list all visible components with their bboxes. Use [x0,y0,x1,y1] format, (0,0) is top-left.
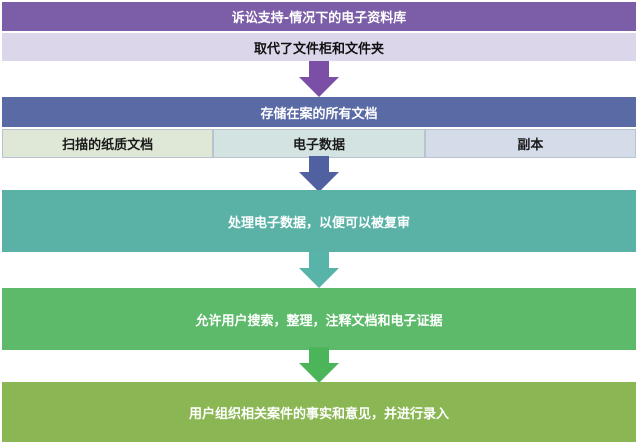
organize-text: 用户组织相关案件的事实和意见，并进行录入 [188,406,449,422]
storage-cell-label: 扫描的纸质文档 [62,138,154,153]
down-arrow-icon [0,156,638,192]
down-arrow-icon [0,347,638,383]
storage-cell-copy: 副本 [424,129,636,158]
down-arrow-icon [0,252,638,288]
storage-text: 存储在案的所有文档 [260,106,378,122]
process-text: 处理电子数据，以便可以被复审 [227,215,410,231]
title-text: 诉讼支持-情况下的电子资料库 [231,11,407,26]
storage-cell-label: 副本 [517,138,544,153]
down-arrow-icon [0,61,638,97]
subtitle-band: 取代了文件柜和文件夹 [2,33,636,61]
search-text: 允许用户搜索，整理，注释文档和电子证据 [195,313,443,329]
search-band: 允许用户搜索，整理，注释文档和电子证据 [2,288,636,350]
title-band: 诉讼支持-情况下的电子资料库 [2,2,636,31]
storage-cell-label: 电子数据 [292,138,345,153]
storage-band: 存储在案的所有文档 [2,97,636,127]
organize-band: 用户组织相关案件的事实和意见，并进行录入 [2,382,636,442]
subtitle-text: 取代了文件柜和文件夹 [253,41,384,57]
storage-cells: 扫描的纸质文档 电子数据 副本 [2,129,636,158]
storage-cell-scanned: 扫描的纸质文档 [2,129,214,158]
storage-cell-electronic: 电子数据 [213,129,425,158]
process-band: 处理电子数据，以便可以被复审 [2,190,636,252]
